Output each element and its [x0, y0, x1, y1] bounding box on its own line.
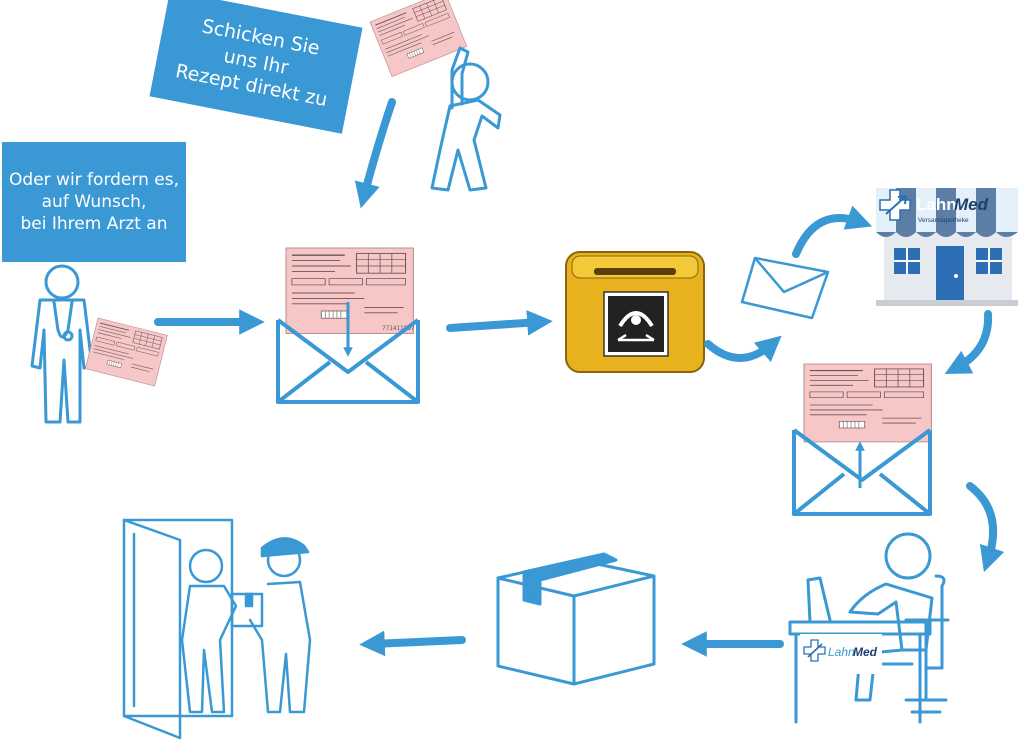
envelope-icon: 771411887 — [276, 247, 420, 404]
package-icon — [496, 552, 656, 686]
person-pointing-icon — [369, 0, 502, 192]
pharmacy-brand-lahn: Lahn — [916, 195, 957, 214]
callout-doctor-request: Oder wir fordern es, auf Wunsch, bei Ihr… — [2, 142, 186, 262]
postbox-icon — [565, 251, 705, 373]
pharmacy-cross-icon — [879, 189, 911, 221]
arrow-icon — [154, 98, 1005, 657]
pharmacy-brand-med: Med — [954, 195, 989, 214]
desk-brand-med: Med — [853, 645, 878, 659]
callout-doctor-line-1: Oder wir fordern es, — [9, 169, 179, 190]
lahnmed-logo-icon — [803, 639, 826, 662]
envelope-icon — [740, 256, 830, 320]
prescription-serial: 771411887 — [382, 325, 415, 332]
pharmacy-tagline: Versandapotheke — [918, 217, 969, 224]
delivery-icon — [122, 518, 312, 740]
envelope-icon — [792, 363, 933, 516]
pharmacy-icon: Lahn Med Versandapotheke — [876, 188, 1018, 306]
doctor-icon — [30, 264, 168, 424]
callout-doctor-line-2: auf Wunsch, — [41, 191, 147, 212]
desk-brand-lahn: Lahn — [828, 645, 855, 659]
desk-worker-icon: Lahn Med — [788, 532, 950, 724]
callout-doctor-line-3: bei Ihrem Arzt an — [20, 214, 168, 235]
